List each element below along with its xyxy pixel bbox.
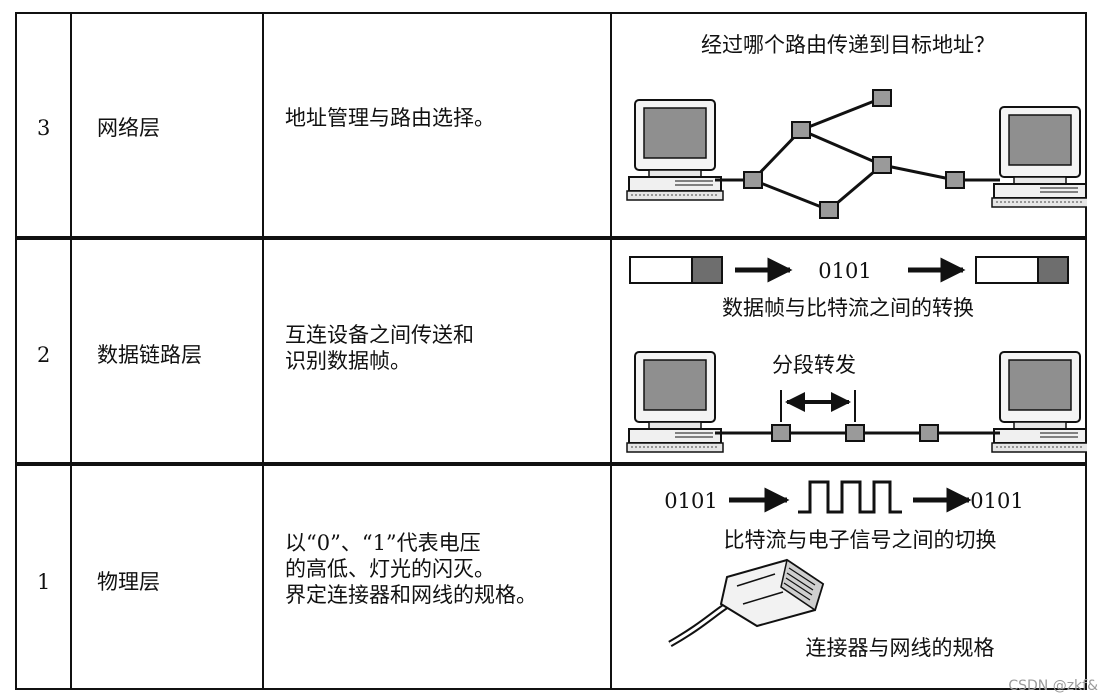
connector-caption: 连接器与网线的规格 [806,636,995,660]
layer-description: 地址管理与路由选择。 [285,105,495,131]
router-node [819,201,839,219]
frame-icon [629,256,723,284]
layer-number: 3 [37,116,51,140]
computer-icon [626,351,724,453]
description-line: 以“0”、“1”代表电压 [285,531,481,555]
layer-description: 以“0”、“1”代表电压 的高低、灯光的闪灭。 界定连接器和网线的规格。 [285,530,537,608]
router-node [791,121,811,139]
description-line: 识别数据帧。 [285,349,411,373]
description-line: 界定连接器和网线的规格。 [285,583,537,607]
frame-conversion-caption: 数据帧与比特流之间的转换 [722,296,974,320]
table-figure: 经过哪个路由传递到目标地址？ [15,12,1089,690]
data-link-figure: 0101 数据帧与比特流之间的转换 分段转发 [626,256,1089,453]
description-line: 地址管理与路由选择。 [285,106,495,130]
signal-conversion-caption: 比特流与电子信号之间的切换 [724,528,997,552]
layer-name: 物理层 [97,570,160,594]
square-wave-icon [798,480,902,514]
routing-caption: 经过哪个路由传递到目标地址？ [701,33,995,57]
computer-icon [991,351,1089,453]
router-node [872,89,892,107]
bridge-node [919,424,939,442]
router-node [872,156,892,174]
watermark: CSDN @zkf& [1008,678,1098,694]
computer-icon [626,99,724,201]
router-node [743,171,763,189]
table-border [15,12,1087,690]
layer-name: 网络层 [97,116,160,140]
network-routing-figure: 经过哪个路由传递到目标地址？ [626,33,1089,219]
layer-number: 2 [37,343,51,367]
description-line: 互连设备之间传送和 [285,323,474,347]
bridge-node [771,424,791,442]
router-node [945,171,965,189]
osi-layers-table: 经过哪个路由传递到目标地址？ [15,12,1089,690]
computer-icon [991,106,1089,208]
physical-layer-figure: 0101 0101 比特流与电子信号之间的切换 连接器与网线 [664,480,1024,660]
bitstream-left-label: 0101 [664,489,717,513]
frame-icon [975,256,1069,284]
rj45-connector-icon [668,558,825,648]
bitstream-label: 0101 [818,259,871,283]
description-line: 的高低、灯光的闪灭。 [285,557,495,581]
layer-description: 互连设备之间传送和 识别数据帧。 [285,322,474,374]
bridge-node [845,424,865,442]
segment-forward-label: 分段转发 [772,353,856,377]
layer-name: 数据链路层 [97,343,202,367]
layer-number: 1 [37,570,51,594]
bitstream-right-label: 0101 [970,489,1023,513]
